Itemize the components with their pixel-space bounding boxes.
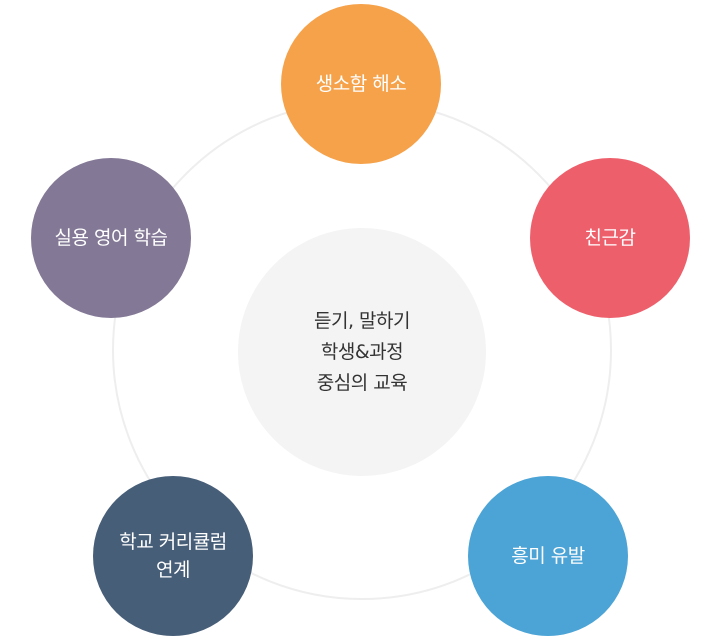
node-right: 친근감 <box>530 158 690 318</box>
node-bottom-left: 학교 커리큘럼 연계 <box>93 476 253 636</box>
center-circle: 듣기, 말하기 학생&과정 중심의 교육 <box>238 228 486 476</box>
node-bottom-left-label-1: 학교 커리큘럼 <box>119 531 227 553</box>
center-line-1: 듣기, 말하기 <box>314 309 410 332</box>
node-top-label: 생소함 해소 <box>315 73 407 95</box>
node-bottom-right: 흥미 유발 <box>468 476 628 636</box>
node-left: 실용 영어 학습 <box>31 158 191 318</box>
node-left-label: 실용 영어 학습 <box>54 227 168 249</box>
node-top: 생소함 해소 <box>281 4 441 164</box>
node-bottom-right-label: 흥미 유발 <box>511 545 585 567</box>
center-line-2: 학생&과정 <box>320 340 404 363</box>
node-right-label: 친근감 <box>584 227 636 249</box>
node-bottom-left-label-2: 연계 <box>156 559 190 581</box>
center-line-3: 중심의 교육 <box>316 371 408 394</box>
